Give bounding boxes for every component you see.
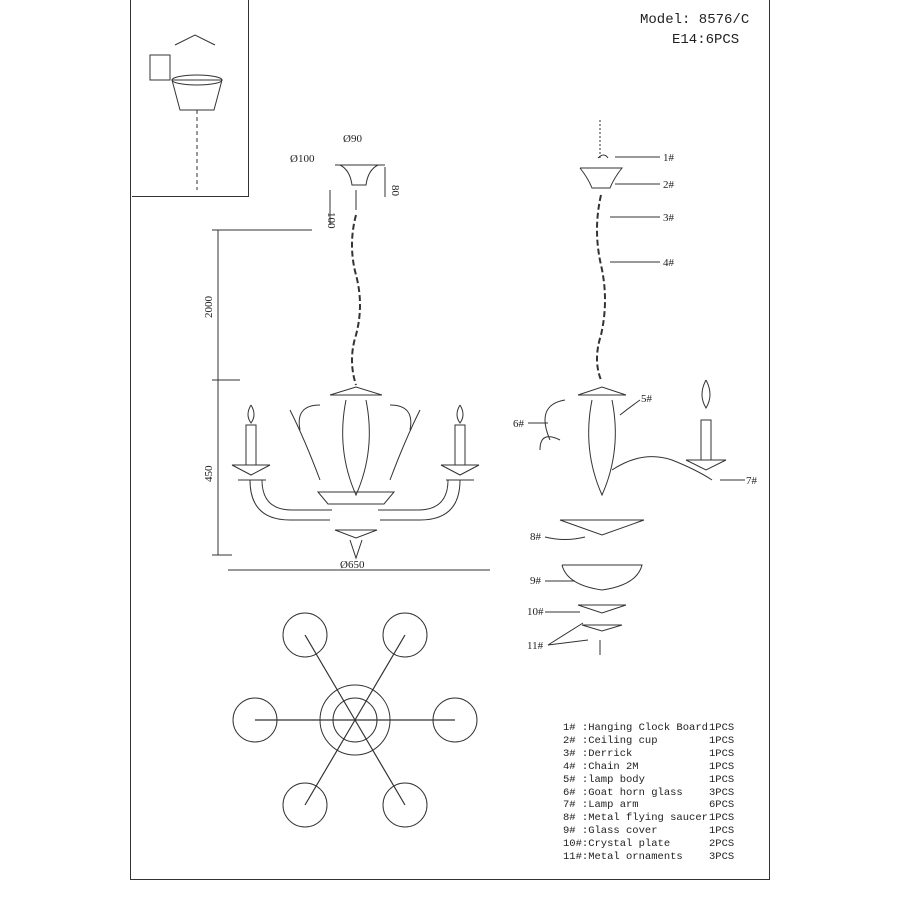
part-label: 4# :Chain 2M xyxy=(563,760,639,773)
part-label: 10#:Crystal plate xyxy=(563,838,671,851)
part-qty: 2PCS xyxy=(709,838,735,851)
parts-list-row: 2# :Ceiling cup 1PCS xyxy=(563,735,734,748)
part-label: 8# :Metal flying saucer xyxy=(563,812,708,825)
candle-left xyxy=(231,404,271,481)
dim-width: Ø650 xyxy=(340,559,365,571)
parts-list-row: 4# :Chain 2M 1PCS xyxy=(563,761,734,774)
dim-derrick: 100 xyxy=(325,212,337,229)
inset-sketch xyxy=(149,34,223,190)
exploded-view xyxy=(539,120,727,655)
parts-list-row: 6# :Goat horn glass 3PCS xyxy=(563,787,734,800)
callout-2: 2# xyxy=(663,179,675,191)
parts-list-row: 9# :Glass cover 1PCS xyxy=(563,825,734,838)
part-qty: 1PCS xyxy=(709,722,735,734)
callout-4: 4# xyxy=(663,257,675,269)
part-label: 7# :Lamp arm xyxy=(563,799,639,812)
part-label: 3# :Derrick xyxy=(563,747,633,760)
parts-list-row: 11#:Metal ornaments 3PCS xyxy=(563,851,734,864)
part-qty: 1PCS xyxy=(709,773,735,786)
dim-chain: 2000 xyxy=(203,296,215,319)
part-qty: 1PCS xyxy=(709,825,735,838)
part-label: 5# :lamp body xyxy=(563,773,645,786)
callout-11: 11# xyxy=(527,640,544,652)
part-label: 2# :Ceiling cup xyxy=(563,734,658,747)
part-label: 11#:Metal ornaments xyxy=(563,851,683,864)
callout-9: 9# xyxy=(530,575,542,587)
bulb-label: E14:6PCS xyxy=(672,32,740,48)
part-label: 9# :Glass cover xyxy=(563,825,658,838)
callout-1: 1# xyxy=(663,152,675,164)
dim-body-height: 450 xyxy=(203,465,215,482)
front-view xyxy=(212,164,490,571)
callout-10: 10# xyxy=(527,606,544,618)
drawing-frame xyxy=(130,0,770,880)
dim-canopy-top: Ø90 xyxy=(343,133,362,145)
part-qty: 6PCS xyxy=(709,799,735,812)
parts-list-row: 3# :Derrick 1PCS xyxy=(563,748,734,761)
callout-8: 8# xyxy=(530,531,542,543)
parts-list-row: 5# :lamp body 1PCS xyxy=(563,774,734,787)
model-label: Model: 8576/C xyxy=(640,12,750,28)
part-qty: 1PCS xyxy=(709,760,735,773)
parts-list-row: 7# :Lamp arm 6PCS xyxy=(563,799,734,812)
dim-canopy-height: 80 xyxy=(389,185,401,197)
part-qty: 3PCS xyxy=(709,851,735,864)
part-qty: 1PCS xyxy=(709,734,735,747)
part-label: 1# :Hanging Clock Board xyxy=(563,722,708,734)
callout-7: 7# xyxy=(746,475,758,487)
part-qty: 1PCS xyxy=(709,747,735,760)
dim-canopy-width: Ø100 xyxy=(290,153,315,165)
bottom-view xyxy=(232,612,478,828)
candle-right xyxy=(440,404,480,481)
install-detail-inset xyxy=(132,0,249,197)
part-qty: 1PCS xyxy=(709,812,735,825)
parts-list-row: 10#:Crystal plate 2PCS xyxy=(563,838,734,851)
part-label: 6# :Goat horn glass xyxy=(563,786,683,799)
part-qty: 3PCS xyxy=(709,786,735,799)
callout-6: 6# xyxy=(513,418,525,430)
callout-3: 3# xyxy=(663,212,675,224)
callout-5: 5# xyxy=(641,393,653,405)
